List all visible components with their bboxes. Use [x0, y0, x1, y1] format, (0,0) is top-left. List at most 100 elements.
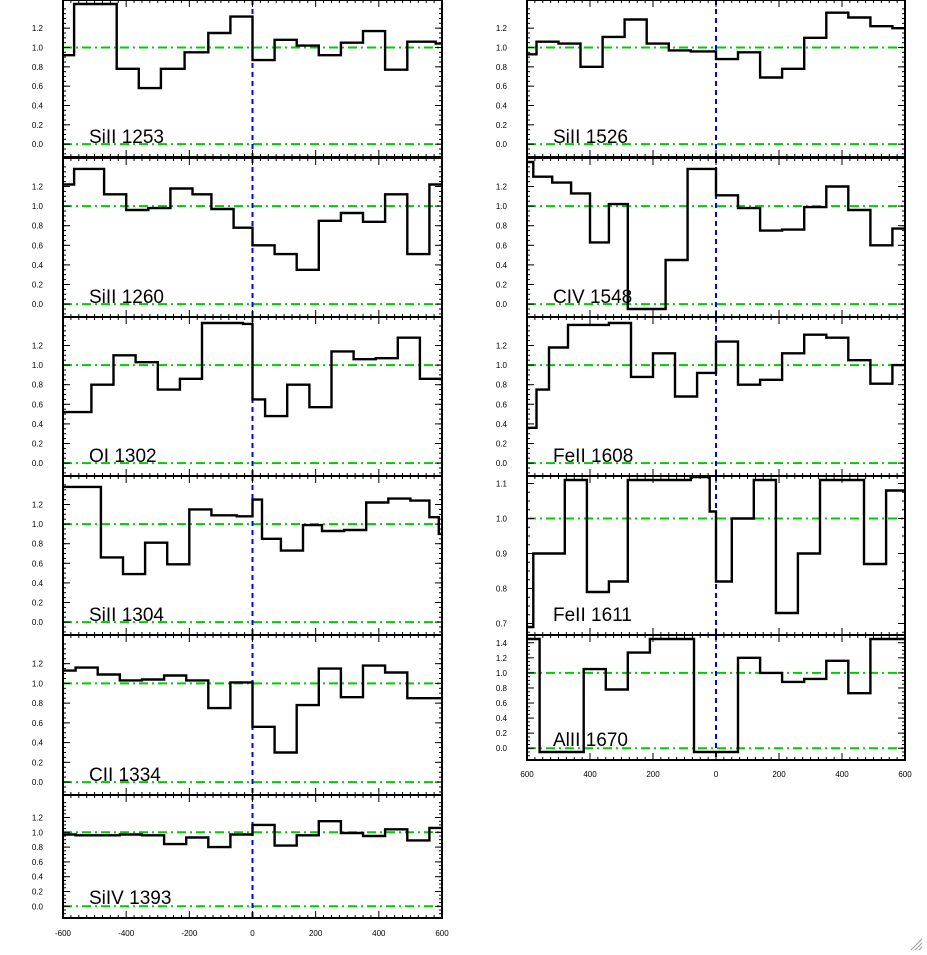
- panel-line-label: FeII 1611: [553, 605, 632, 626]
- y-tick-label: 1.0: [496, 202, 508, 211]
- y-tick-label: 0.7: [496, 620, 508, 629]
- y-tick-label: 0.6: [32, 559, 44, 568]
- y-tick-label: 1.2: [32, 24, 44, 33]
- y-tick-label: 1.0: [32, 44, 44, 53]
- y-tick-label: 0.0: [32, 618, 44, 627]
- y-tick-label: 0.2: [496, 121, 508, 130]
- y-tick-label: 1.2: [496, 342, 508, 351]
- panel-line-label: AlII 1670: [553, 730, 628, 751]
- y-tick-label: 0.4: [32, 739, 44, 748]
- panel-line-label: SiIV 1393: [89, 888, 171, 909]
- y-tick-label: 1.2: [496, 183, 508, 192]
- y-tick-label: 0.2: [32, 599, 44, 608]
- spectrum-line: [527, 160, 905, 311]
- x-tick-label: -400: [118, 929, 135, 938]
- x-tick-label: 200: [309, 929, 323, 938]
- x-tick-label: 200: [772, 770, 786, 779]
- panel-line-label: SiII 1304: [89, 605, 164, 626]
- spectrum-line: [527, 637, 905, 754]
- spectrum-line: [527, 11, 905, 79]
- spectrum-line: [527, 321, 905, 429]
- x-tick-label: 400: [372, 929, 386, 938]
- y-tick-label: 1.0: [32, 361, 44, 370]
- y-tick-label: 0.6: [32, 719, 44, 728]
- y-tick-label: 0.2: [32, 440, 44, 449]
- y-tick-label: 1.0: [496, 669, 508, 678]
- y-tick-label: 1.0: [32, 679, 44, 688]
- y-tick-label: 0.6: [496, 400, 508, 409]
- y-tick-label: 0.4: [32, 420, 44, 429]
- y-tick-label: 0.4: [32, 873, 44, 882]
- y-tick-label: 0.4: [496, 261, 508, 270]
- x-tick-label: 0: [714, 770, 719, 779]
- y-tick-label: 1.2: [496, 24, 508, 33]
- y-tick-label: 0.0: [32, 778, 44, 787]
- y-tick-label: 0.6: [32, 241, 44, 250]
- y-tick-label: 0.8: [496, 585, 508, 594]
- panel-line-label: SiII 1526: [553, 127, 628, 148]
- y-tick-label: 0.4: [496, 420, 508, 429]
- x-tick-label: 400: [835, 770, 849, 779]
- y-tick-label: 1.2: [496, 654, 508, 663]
- y-tick-label: 0.0: [496, 744, 508, 753]
- y-tick-label: 0.0: [32, 140, 44, 149]
- panel-line-label: SiII 1253: [89, 127, 164, 148]
- y-tick-label: 0.8: [496, 63, 508, 72]
- x-tick-label: -600: [55, 929, 72, 938]
- panel-line-label: OI 1302: [89, 446, 157, 467]
- spectrum-line: [63, 2, 442, 90]
- y-tick-label: 0.8: [32, 381, 44, 390]
- y-tick-label: 0.2: [496, 440, 508, 449]
- y-tick-label: 0.8: [32, 63, 44, 72]
- y-tick-label: 0.8: [32, 843, 44, 852]
- y-tick-label: 0.6: [32, 82, 44, 91]
- y-tick-label: 1.4: [496, 639, 508, 648]
- y-tick-label: 0.0: [32, 459, 44, 468]
- y-tick-label: 0.2: [32, 888, 44, 897]
- spectrum-line: [63, 167, 442, 271]
- y-tick-label: 0.0: [32, 300, 44, 309]
- y-tick-label: 0.2: [32, 121, 44, 130]
- y-tick-label: 0.6: [496, 82, 508, 91]
- y-tick-label: 1.0: [496, 515, 508, 524]
- y-tick-label: 1.0: [32, 202, 44, 211]
- x-tick-label: 600: [435, 929, 449, 938]
- x-tick-label: 0: [250, 929, 255, 938]
- y-tick-label: 0.8: [496, 381, 508, 390]
- y-tick-label: 1.2: [32, 501, 44, 510]
- resize-grip-icon[interactable]: [909, 937, 923, 951]
- x-tick-label: 400: [583, 770, 597, 779]
- y-tick-label: 1.2: [32, 342, 44, 351]
- y-tick-label: 0.2: [32, 281, 44, 290]
- y-tick-label: 0.4: [496, 102, 508, 111]
- y-tick-label: 0.4: [32, 261, 44, 270]
- x-tick-label: 600: [520, 770, 534, 779]
- y-tick-label: 0.6: [32, 858, 44, 867]
- panel-line-label: SiII 1260: [89, 287, 164, 308]
- panel-line-label: FeII 1608: [553, 446, 633, 467]
- y-tick-label: 0.4: [32, 102, 44, 111]
- y-tick-label: 1.0: [496, 44, 508, 53]
- y-tick-label: 0.8: [32, 222, 44, 231]
- y-tick-label: 1.0: [32, 520, 44, 529]
- spectrum-line: [63, 485, 442, 576]
- spectrum-line: [63, 820, 442, 849]
- y-tick-label: 0.0: [32, 902, 44, 911]
- x-tick-label: -200: [181, 929, 198, 938]
- panel-line-label: CIV 1548: [553, 287, 632, 308]
- y-tick-label: 0.0: [496, 459, 508, 468]
- spectrum-line: [63, 664, 442, 754]
- y-tick-label: 1.2: [32, 814, 44, 823]
- y-tick-label: 0.8: [496, 222, 508, 231]
- x-tick-label: 600: [898, 770, 912, 779]
